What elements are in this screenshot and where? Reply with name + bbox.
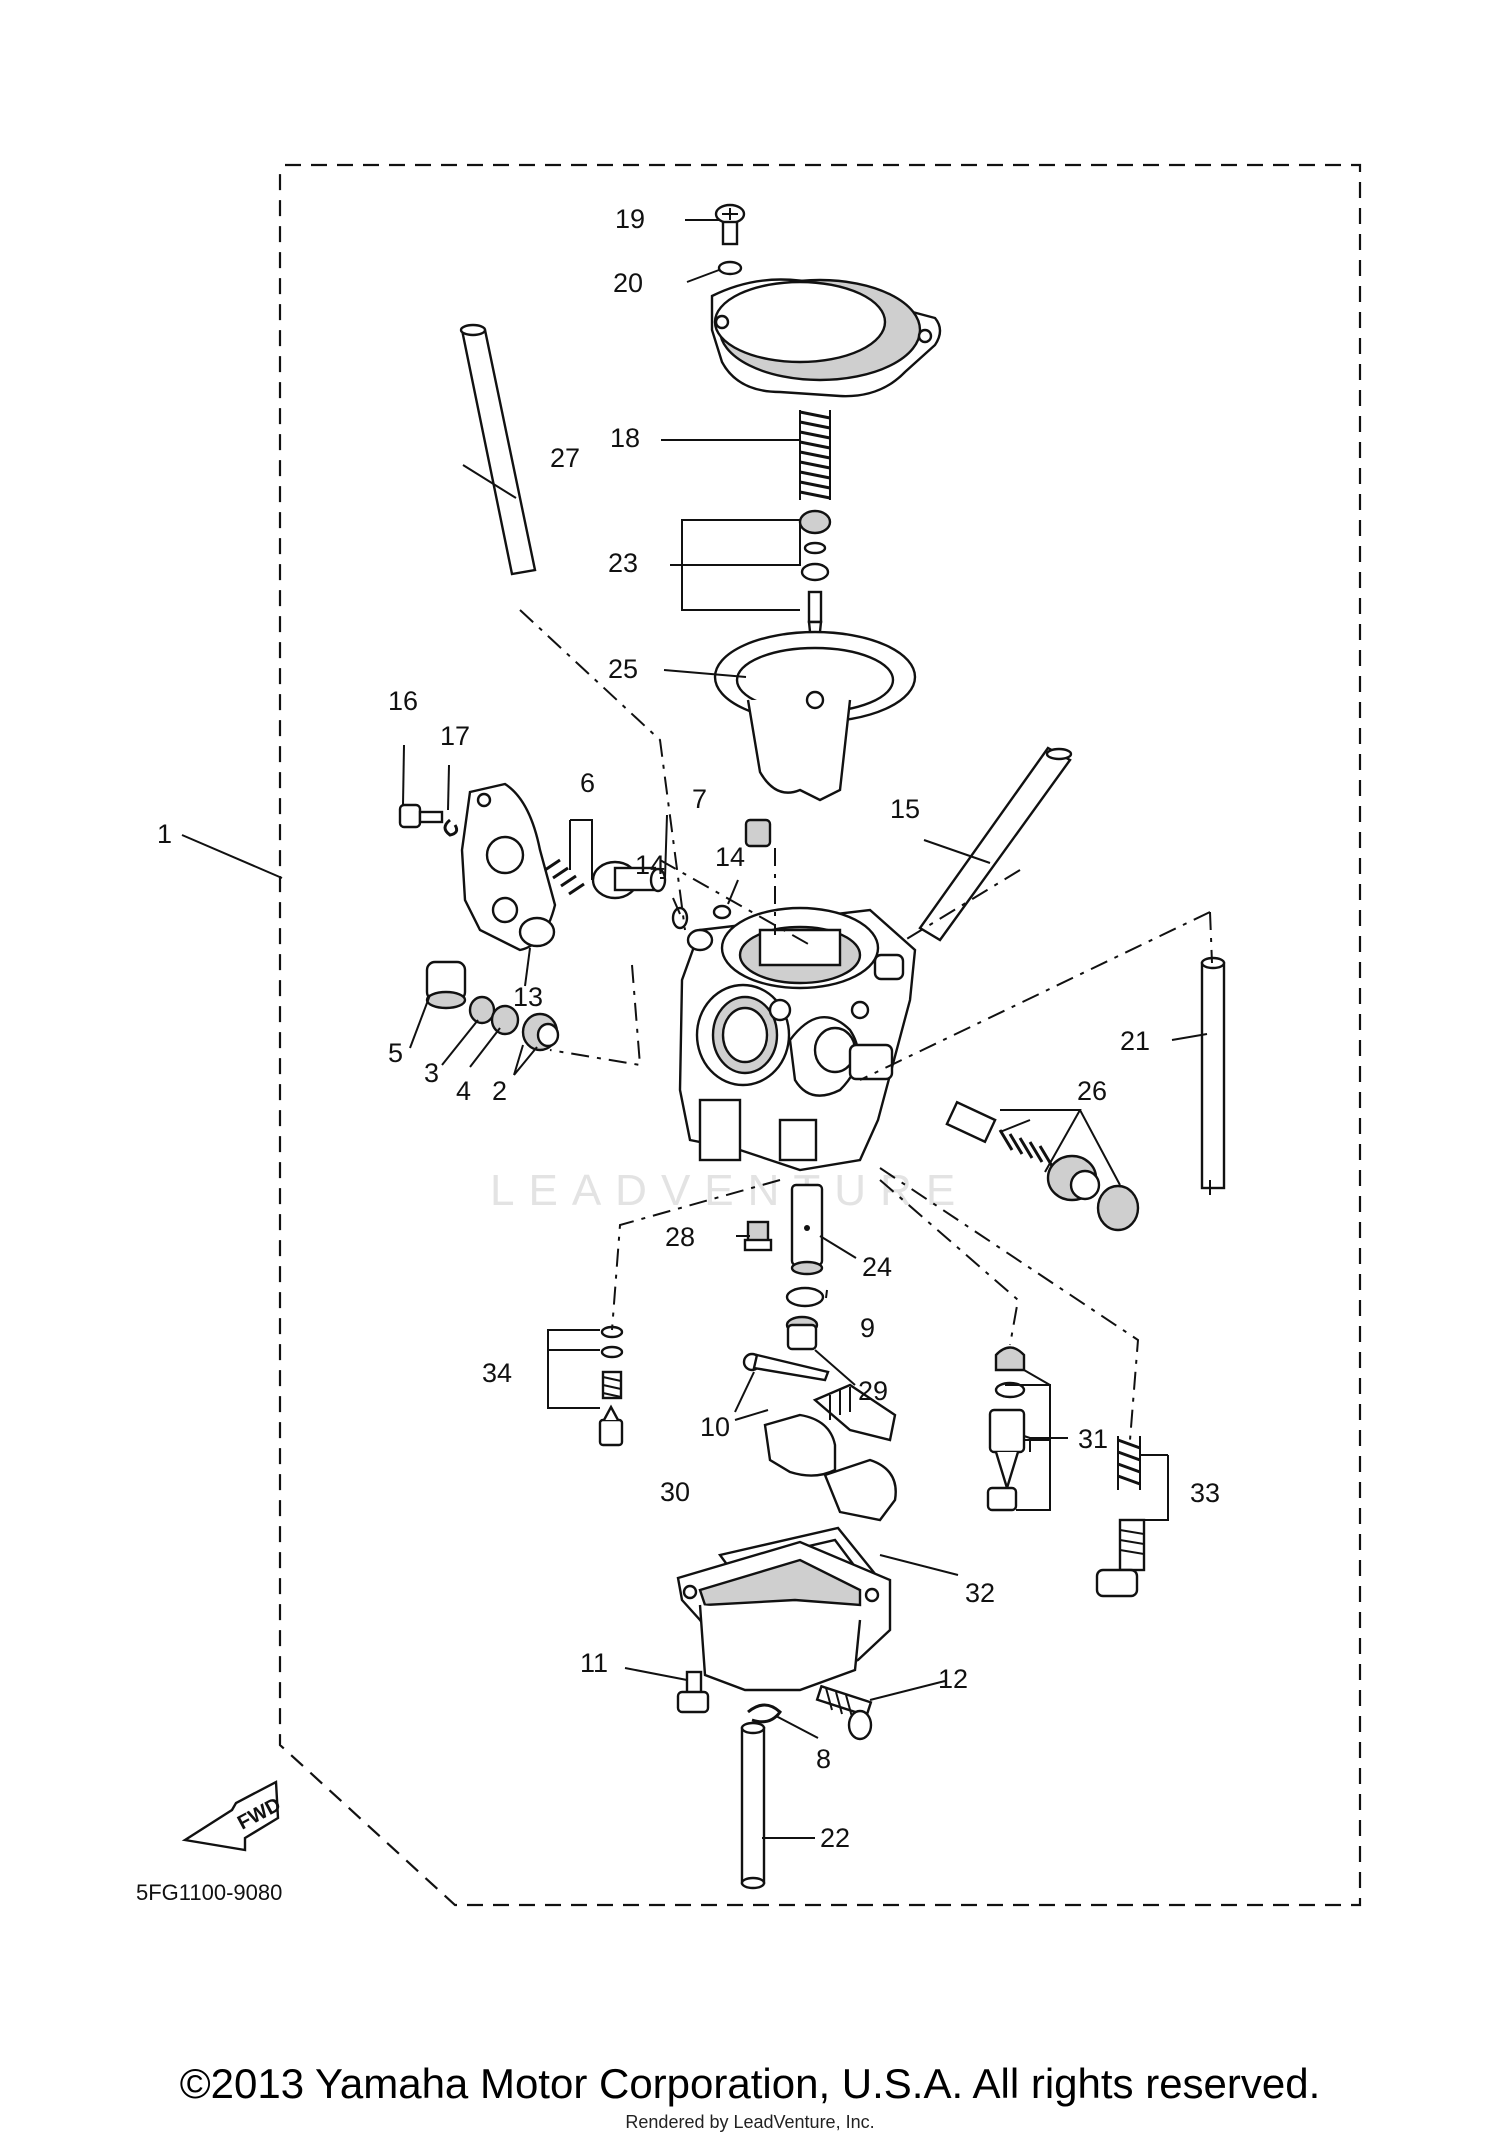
callout-11: 11 [580, 1648, 608, 1678]
callout-27: 27 [550, 443, 580, 473]
part-2-screw-set [521, 1012, 560, 1052]
part-25-diaphragm-piston [713, 630, 917, 802]
callout-34: 34 [482, 1358, 512, 1388]
callout-15: 15 [890, 794, 920, 824]
callout-12: 12 [938, 1664, 968, 1694]
callout-10: 10 [700, 1412, 730, 1442]
part-8-clip [747, 1703, 782, 1724]
part-33-adjust-screw-set [1095, 1436, 1146, 1598]
assembly-lines [519, 609, 1213, 1441]
callout-31: 31 [1078, 1424, 1108, 1454]
leader-lines [181, 219, 1208, 1839]
part-top-cover [710, 278, 942, 398]
part-21-vent-tube [1200, 956, 1226, 1190]
part-19-screw [714, 203, 746, 246]
part-28-screw [743, 1220, 773, 1252]
part-16-screw [398, 803, 444, 829]
part-6-starter-plunger [544, 858, 667, 900]
callout-24: 24 [862, 1252, 892, 1282]
part-31-needle-valve-set [986, 1346, 1026, 1512]
callout-8: 8 [816, 1744, 831, 1774]
part-18-spring [799, 410, 831, 500]
part-15-vent-tube [918, 746, 1073, 942]
callout-1: 1 [157, 819, 172, 849]
callout-19: 19 [615, 204, 645, 234]
callout-28: 28 [665, 1222, 695, 1252]
callout-33: 33 [1190, 1478, 1220, 1508]
catalog-code: 5FG1100-9080 [136, 1880, 282, 1905]
part-3-washer [468, 995, 496, 1025]
part-7-plug [744, 818, 772, 848]
callout-25: 25 [608, 654, 638, 684]
part-4-washer [490, 1004, 520, 1036]
part-float-bowl [676, 1540, 892, 1692]
part-9-washer [785, 1286, 825, 1308]
part-22-drain-hose [740, 1721, 766, 1890]
callout-14b: 14 [715, 842, 745, 872]
part-10-float-pin [742, 1352, 830, 1382]
callout-22: 22 [820, 1823, 850, 1853]
callout-18: 18 [610, 423, 640, 453]
part-5-sleeve [425, 960, 467, 1010]
part-30-float [763, 1383, 897, 1522]
callout-29: 29 [858, 1376, 888, 1406]
part-17-clip [443, 818, 459, 837]
callout-5: 5 [388, 1038, 403, 1068]
callout-2: 2 [492, 1076, 507, 1106]
part-14-o-ring-b [712, 904, 732, 920]
part-29-main-jet [785, 1315, 819, 1351]
callout-32: 32 [965, 1578, 995, 1608]
copyright-notice: ©2013 Yamaha Motor Corporation, U.S.A. A… [179, 2060, 1321, 2107]
part-11-screw [676, 1670, 710, 1714]
part-24-needle-jet [790, 1183, 824, 1276]
rendered-by-notice: Rendered by LeadVenture, Inc. [625, 2112, 875, 2132]
callout-30: 30 [660, 1477, 690, 1507]
callout-labels: 1 2 3 4 5 6 7 8 9 10 11 12 13 14 14 15 1… [136, 204, 1220, 1905]
callout-17: 17 [440, 721, 470, 751]
callout-16: 16 [388, 686, 418, 716]
part-20-washer [717, 260, 743, 276]
callout-6: 6 [580, 768, 595, 798]
callout-7: 7 [692, 784, 707, 814]
callout-3: 3 [424, 1058, 439, 1088]
callout-21: 21 [1120, 1026, 1150, 1056]
callout-23: 23 [608, 548, 638, 578]
callout-9: 9 [860, 1313, 875, 1343]
callout-4: 4 [456, 1076, 471, 1106]
assembly-boundary [278, 163, 1362, 1907]
callout-26: 26 [1077, 1076, 1107, 1106]
part-34-jet-set [598, 1325, 624, 1447]
callout-13: 13 [513, 982, 543, 1012]
part-14-o-ring-a [671, 906, 689, 930]
part-1-carburetor-body [678, 906, 917, 1172]
part-27-vent-tube [459, 323, 537, 576]
part-13-o-ring [518, 916, 556, 948]
part-26-pilot-screw-set [945, 1100, 1140, 1232]
callout-14a: 14 [635, 850, 665, 880]
watermark: LEADVENTURE [490, 1166, 969, 1215]
fwd-arrow-icon: FWD [181, 1780, 285, 1852]
part-choke-cover [460, 782, 557, 952]
part-12-drain-screw [815, 1684, 873, 1741]
callout-20: 20 [613, 268, 643, 298]
